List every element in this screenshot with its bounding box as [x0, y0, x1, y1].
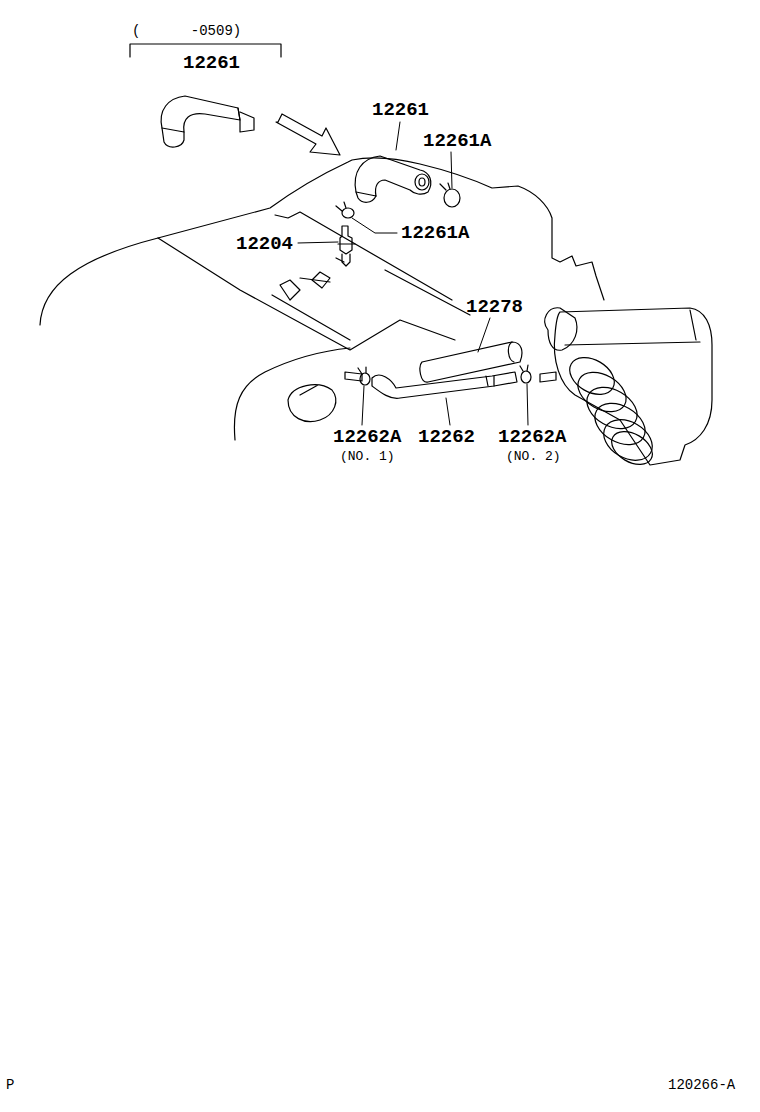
hose — [486, 376, 494, 386]
intake-duct — [580, 379, 645, 437]
hose — [420, 342, 522, 382]
hose — [508, 342, 514, 362]
callout-number: 12204 — [236, 235, 293, 254]
figure-number: 120266-A — [668, 1078, 735, 1092]
hose — [162, 128, 184, 147]
pcv-valve — [340, 226, 352, 266]
intake-duct — [606, 425, 658, 471]
oil-cap — [288, 385, 336, 422]
head-cover — [158, 238, 455, 350]
page-mark: P — [6, 1078, 14, 1092]
leader-line — [527, 384, 528, 425]
pcv-valve — [336, 244, 355, 262]
leader-lines — [298, 122, 528, 425]
leader-line — [362, 386, 364, 425]
clamp — [336, 202, 346, 211]
hose — [355, 156, 431, 196]
hose — [161, 96, 240, 132]
direction-arrow — [276, 114, 340, 155]
hose — [356, 192, 376, 202]
intake-duct — [571, 364, 633, 419]
hose — [238, 108, 254, 132]
clamp — [358, 367, 366, 374]
head-cover — [385, 270, 470, 315]
head-cover — [272, 272, 350, 340]
leader-line — [478, 318, 490, 352]
callout-number: 12278 — [466, 298, 523, 317]
clamp — [521, 371, 531, 383]
air-cleaner — [554, 308, 712, 465]
clamp — [440, 183, 450, 190]
clamp — [342, 208, 354, 218]
air-cleaner — [565, 310, 700, 345]
intake-duct — [588, 395, 653, 453]
callout-number: 12261 — [372, 101, 429, 120]
hose — [372, 372, 517, 398]
position-note: (NO. 2) — [506, 450, 561, 463]
leader-line — [451, 152, 452, 188]
engine-outline — [234, 348, 350, 440]
clamp — [360, 373, 370, 385]
leader-line — [298, 242, 338, 243]
leader-line — [396, 122, 400, 150]
hose-end — [415, 174, 429, 190]
leader-line — [352, 218, 397, 233]
date-range: ( -0509) — [132, 24, 241, 38]
hose-end — [419, 178, 425, 186]
clamp — [520, 365, 528, 371]
callout-number: 12262A — [498, 428, 566, 447]
callout-number: 12261 — [183, 54, 240, 73]
engine-outline — [40, 158, 604, 325]
callout-number: 12262A — [333, 428, 401, 447]
position-note: (NO. 1) — [340, 450, 395, 463]
intake-duct — [545, 308, 577, 350]
callout-number: 12262 — [418, 428, 475, 447]
clamp — [444, 189, 460, 207]
head-cover — [300, 278, 330, 282]
fitting — [540, 372, 556, 382]
callout-number: 12261A — [423, 132, 491, 151]
callout-number: 12261A — [401, 224, 469, 243]
intake-duct — [563, 350, 621, 402]
leader-line — [446, 398, 450, 425]
